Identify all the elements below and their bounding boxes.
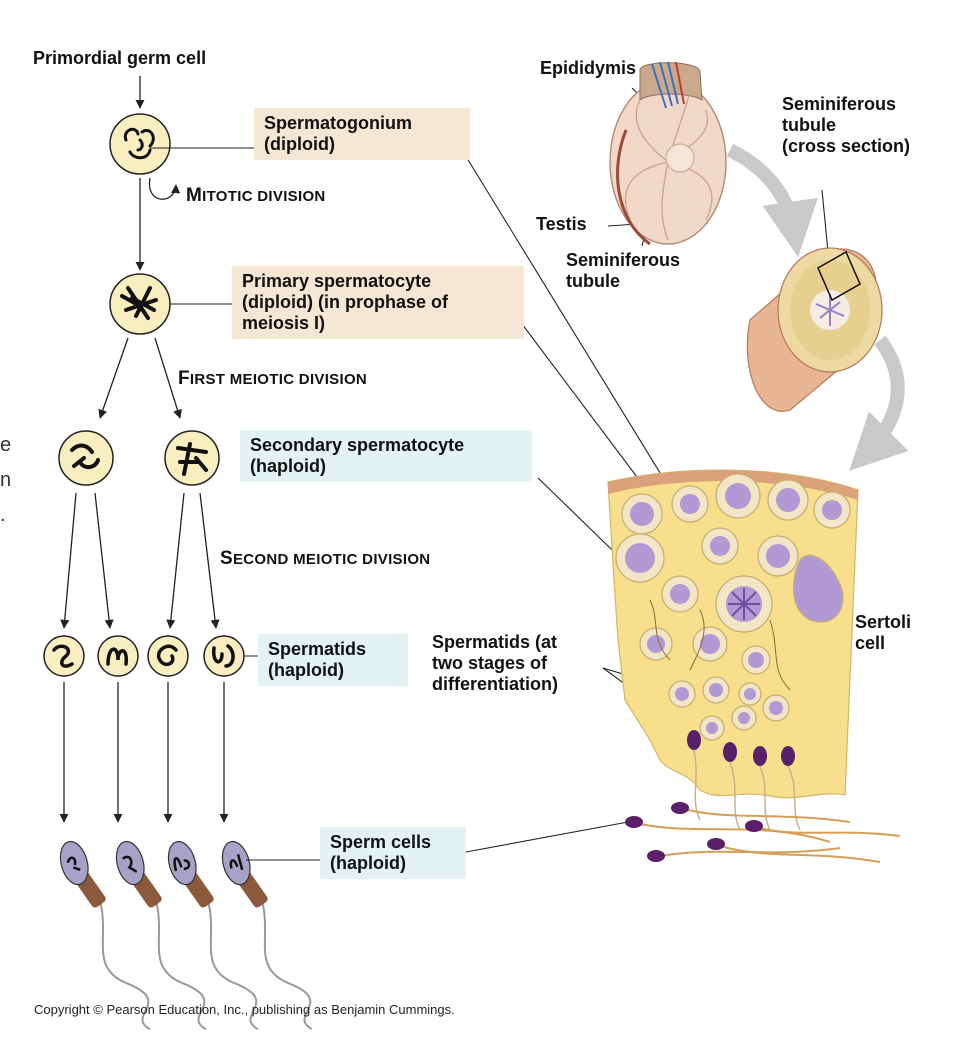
primary-spermatocyte-cell	[109, 273, 171, 335]
label-sperm-cells: Sperm cells (haploid)	[320, 827, 466, 879]
tissue-section	[607, 469, 859, 831]
zoom-arrows	[726, 143, 909, 471]
sperm-cells-left	[59, 840, 313, 1031]
spermatogonium-cell	[109, 113, 171, 175]
secondary-spermatocyte-cell-1	[58, 430, 114, 486]
label-primary-spermatocyte: Primary spermatocyte (diploid) (in proph…	[232, 266, 524, 339]
label-seminiferous-tubule: Seminiferous tubule	[566, 250, 681, 291]
tubule-cross-section	[746, 247, 883, 412]
lineage-arrows	[59, 76, 229, 823]
label-secondary-spermatocyte: Secondary spermatocyte (haploid)	[240, 430, 532, 482]
label-spermatids-stages: Spermatids (at two stages of differentia…	[432, 632, 558, 694]
label-sertoli-cell: Sertoli cell	[855, 612, 912, 653]
secondary-spermatocyte-cell-2	[164, 430, 220, 486]
label-epididymis: Epididymis	[540, 58, 637, 78]
label-first-meiotic-division: FIRST MEIOTIC DIVISION	[178, 368, 368, 389]
spermatid-cell-4	[203, 635, 245, 677]
label-testis: Testis	[536, 214, 587, 234]
label-primordial-germ-cell: Primordial germ cell	[33, 48, 207, 68]
free-sperm-cells	[625, 802, 901, 863]
spermatid-cell-1	[43, 635, 85, 677]
label-spermatids: Spermatids (haploid)	[258, 634, 408, 686]
copyright-notice: Copyright © Pearson Education, Inc., pub…	[34, 1002, 455, 1017]
testis-illustration	[609, 61, 727, 246]
label-seminiferous-tubule-cross-section: Seminiferous tubule (cross section)	[782, 94, 911, 156]
spermatid-cell-2	[97, 635, 139, 677]
cropped-edge-text: e n .	[0, 434, 12, 526]
label-second-meiotic-division: SECOND MEIOTIC DIVISION	[220, 548, 431, 569]
spermatid-cell-3	[147, 635, 189, 677]
label-spermatogonium: Spermatogonium (diploid)	[254, 108, 470, 160]
label-mitotic-division: MITOTIC DIVISION	[186, 185, 326, 206]
